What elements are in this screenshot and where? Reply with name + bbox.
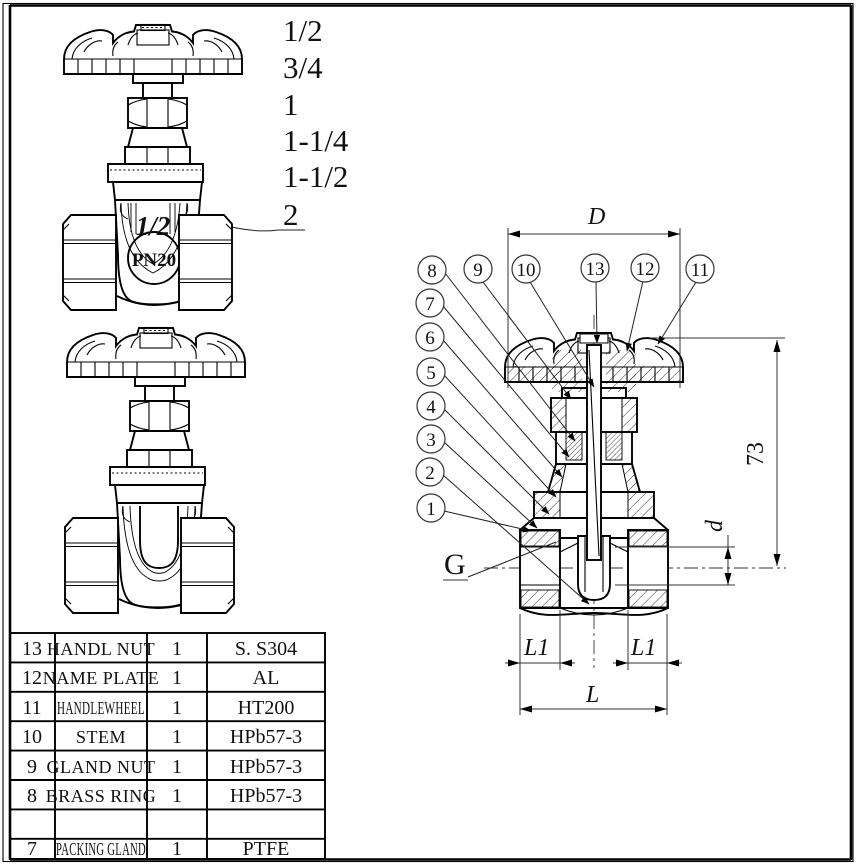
size-option: 1-1/2 (283, 159, 348, 194)
callout-balloon-12: 12 (636, 259, 655, 280)
size-list: 1/2 3/4 1 1-1/4 1-1/2 2 (173, 13, 349, 232)
part-name: GLAND NUT (47, 757, 156, 777)
part-qty: 1 (172, 638, 182, 660)
part-qty: 1 (172, 785, 182, 807)
callout-balloon-5: 5 (426, 363, 436, 384)
callout-balloons: 8 7 6 5 4 3 2 1 9 10 13 12 11 (415, 253, 715, 523)
part-qty: 1 (172, 838, 182, 860)
callout-balloon-6: 6 (425, 328, 435, 349)
size-option: 1 (283, 87, 299, 122)
dimension-label-73: 73 (743, 442, 769, 466)
part-qty: 1 (172, 756, 182, 778)
part-qty: 1 (172, 726, 182, 748)
part-no: 8 (27, 785, 37, 807)
part-qty: 1 (172, 697, 182, 719)
part-name: NAME PLATE (43, 668, 160, 688)
part-no: 10 (22, 726, 42, 748)
callout-balloon-13: 13 (586, 259, 605, 280)
valve-front-view-marked: PN20 1/2 (62, 23, 243, 311)
part-name: BRASS RING (46, 786, 157, 806)
left-port-hex (62, 214, 117, 311)
left-port-hex (64, 517, 119, 614)
size-option: 1-1/4 (283, 123, 349, 158)
part-name: STEM (76, 727, 126, 747)
dimension-label-L1-left: L1 (523, 635, 549, 661)
part-material: HPb57-3 (230, 785, 302, 807)
callout-balloon-3: 3 (426, 430, 436, 451)
part-material: HT200 (238, 697, 295, 719)
valve-section-view: D 73 d L1 L1 L G 8 7 6 (415, 204, 786, 715)
dimension-label-d: d (702, 519, 728, 532)
part-material: HPb57-3 (230, 756, 302, 778)
callout-balloon-11: 11 (691, 260, 709, 281)
part-no: 12 (22, 667, 42, 689)
callout-balloon-9: 9 (473, 260, 483, 281)
size-option-current: 2 (283, 197, 299, 232)
size-option: 3/4 (283, 50, 323, 85)
part-no: 13 (22, 638, 42, 660)
part-no: 7 (27, 838, 37, 860)
part-no: 9 (27, 756, 37, 778)
handwheel (63, 23, 243, 75)
thread-label-G: G (444, 548, 466, 581)
part-material: S. S304 (235, 638, 297, 660)
right-port-hex (178, 214, 233, 311)
callout-balloon-1: 1 (426, 499, 436, 520)
callout-balloon-8: 8 (427, 261, 437, 282)
parts-table: 13 HANDL NUT 1 S. S304 12 NAME PLATE 1 A… (9, 632, 326, 860)
right-port-hex (180, 517, 235, 614)
valve-front-view-plain (64, 326, 246, 614)
callout-balloon-4: 4 (426, 397, 436, 418)
part-name: HANDL NUT (47, 639, 155, 659)
part-name: HANDLEWHEEL (57, 698, 145, 718)
dimension-lines (505, 228, 785, 715)
part-qty: 1 (172, 667, 182, 689)
part-material: AL (253, 667, 280, 689)
callout-balloon-10: 10 (517, 260, 536, 281)
part-material: HPb57-3 (230, 726, 302, 748)
callout-balloon-7: 7 (425, 294, 435, 315)
pressure-rating-marking: PN20 (132, 250, 176, 271)
dimension-label-L: L (585, 682, 599, 708)
size-marking: 1/2 (136, 211, 171, 241)
dimension-label-L1-right: L1 (630, 635, 656, 661)
thread-leader (467, 541, 557, 578)
handwheel (66, 326, 246, 378)
size-option: 1/2 (283, 13, 323, 48)
part-material: PTFE (243, 838, 290, 860)
dimension-label-D: D (587, 204, 605, 230)
callout-leaders (442, 272, 697, 605)
callout-balloon-2: 2 (425, 463, 435, 484)
part-no: 11 (22, 697, 41, 719)
part-name: PACKING GLAND (56, 839, 146, 859)
